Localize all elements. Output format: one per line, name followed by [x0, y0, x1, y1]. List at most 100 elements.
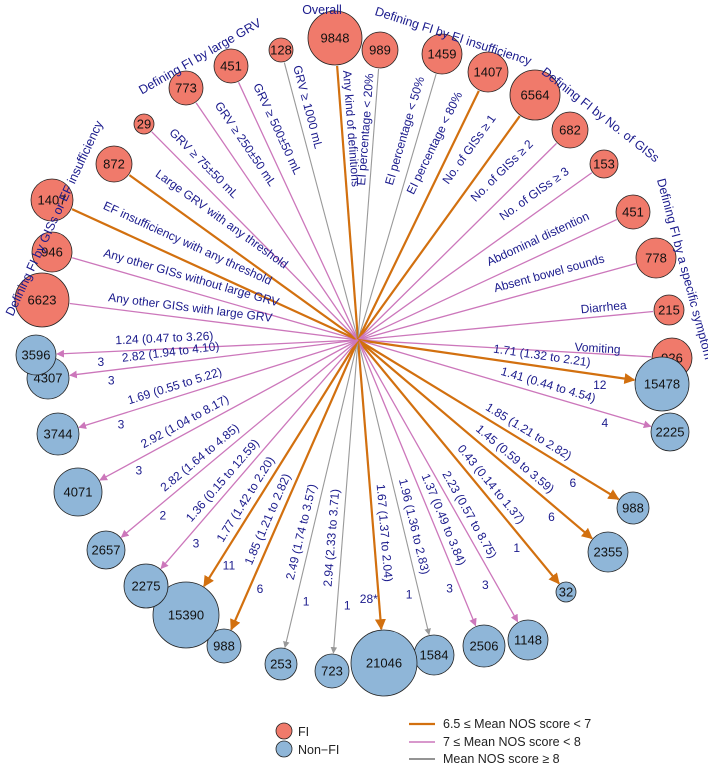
- nonfi-node-1: [650, 412, 690, 452]
- fi-edge-13: [357, 142, 557, 341]
- nonfi-node-0: [634, 356, 690, 412]
- nonfi-edge-18: [56, 339, 359, 358]
- nonfi-node-13: [123, 563, 169, 609]
- nonfi-count-label-4: 1: [513, 541, 520, 555]
- nonfi-node-value-7: 1584: [420, 648, 449, 663]
- nonfi-or-label-1: 1.41 (0.44 to 4.54): [499, 364, 597, 405]
- nonfi-edge-10: [283, 339, 359, 649]
- nonfi-node-value-16: 3744: [44, 427, 73, 442]
- fi-node-value-11: 1407: [474, 65, 503, 80]
- fi-edge-0: [69, 302, 359, 341]
- nonfi-edge-12: [203, 339, 359, 588]
- fi-edge-3: [128, 174, 359, 341]
- nonfi-node-10: [264, 647, 298, 681]
- fi-edge-5: [195, 102, 359, 341]
- fi-edge-16: [357, 262, 636, 341]
- fi-node-2: [30, 178, 74, 222]
- nonfi-edge-13: [160, 339, 359, 570]
- nonfi-count-label-10: 1: [303, 595, 310, 609]
- legend-nonfi-label: Non−FI: [298, 743, 339, 757]
- nonfi-node-value-18: 3596: [22, 348, 51, 363]
- fi-node-15: [615, 194, 651, 230]
- nonfi-node-value-9: 723: [321, 664, 343, 679]
- nonfi-node-value-10: 253: [270, 657, 292, 672]
- nonfi-or-label-2: 1.85 (1.21 to 2.82): [483, 400, 574, 463]
- nonfi-node-value-13: 2275: [132, 579, 161, 594]
- fi-node-13: [551, 111, 589, 149]
- nonfi-node-14: [86, 530, 126, 570]
- fi-edge-14: [357, 172, 593, 341]
- fi-node-12: [509, 69, 561, 121]
- nonfi-edge-0: [357, 338, 636, 385]
- nonfi-node-value-5: 1148: [514, 633, 542, 648]
- fi-node-value-4: 29: [137, 117, 151, 132]
- nonfi-node-value-14: 2657: [92, 543, 121, 558]
- fi-node-0: [14, 272, 70, 328]
- fi-node-value-16: 778: [645, 251, 667, 266]
- fi-edge-label-9: EI percentage < 20%: [354, 73, 376, 186]
- nonfi-count-label-5: 3: [482, 578, 489, 592]
- nonfi-count-label-7: 1: [406, 587, 413, 601]
- nonfi-node-value-12: 15390: [168, 608, 204, 623]
- nonfi-node-12: [152, 581, 220, 649]
- nonfi-node-11: [206, 628, 242, 664]
- fi-node-value-6: 451: [220, 59, 242, 74]
- fi-edge-15: [357, 219, 617, 341]
- nonfi-count-label-12: 11: [223, 558, 236, 572]
- fi-edge-label-17: Diarrhea: [580, 298, 627, 316]
- group-label-overall: Overall: [302, 3, 342, 17]
- nonfi-edge-8: [356, 339, 386, 631]
- nonfi-node-8: [350, 629, 418, 697]
- nonfi-edge-9: [330, 339, 359, 654]
- nonfi-count-label-13: 3: [193, 536, 200, 550]
- nonfi-edge-6: [357, 339, 477, 627]
- nonfi-count-label-8: 28*: [360, 592, 378, 606]
- nonfi-or-label-18: 1.24 (0.47 to 3.26): [115, 329, 214, 348]
- nonfi-node-value-2: 988: [622, 501, 644, 516]
- nonfi-count-label-17: 3: [108, 373, 115, 387]
- fi-node-17: [653, 294, 685, 326]
- fi-node-8: [307, 10, 363, 66]
- nonfi-node-value-15: 4071: [64, 485, 93, 500]
- nonfi-edge-4: [357, 339, 560, 585]
- fi-node-value-3: 872: [103, 157, 125, 172]
- fi-edge-9: [357, 68, 380, 341]
- fi-node-16: [635, 237, 677, 279]
- legend-fi-swatch: [275, 722, 293, 740]
- fi-edge-12: [357, 115, 521, 341]
- nonfi-node-value-11: 988: [213, 639, 235, 654]
- nonfi-edge-5: [357, 339, 519, 623]
- nonfi-count-label-9: 1: [344, 599, 351, 613]
- fi-edge-18: [357, 339, 652, 358]
- fi-edge-2: [71, 208, 359, 342]
- legend-nonfi-swatch: [275, 740, 293, 758]
- nonfi-count-label-1: 4: [601, 416, 608, 430]
- legend-score-c-label: Mean NOS score ≥ 8: [443, 752, 560, 765]
- nonfi-node-value-1: 2225: [656, 425, 685, 440]
- legend-fi-label: FI: [298, 725, 309, 739]
- fi-node-10: [421, 33, 463, 75]
- nonfi-count-label-6: 3: [446, 582, 453, 596]
- nonfi-node-value-6: 2506: [470, 639, 499, 654]
- nonfi-node-18: [15, 334, 57, 376]
- fi-node-value-15: 451: [622, 205, 644, 220]
- fi-edge-4: [151, 131, 359, 341]
- fi-node-value-7: 128: [270, 43, 292, 58]
- nonfi-node-2: [616, 491, 650, 525]
- edge-layer: [56, 62, 654, 654]
- fi-edge-6: [237, 82, 359, 341]
- fi-node-4: [133, 113, 155, 135]
- fi-edge-17: [357, 310, 654, 341]
- fi-node-value-2: 1407: [38, 193, 67, 208]
- nonfi-node-value-4: 32: [559, 585, 573, 600]
- nonfi-edge-2: [357, 339, 620, 501]
- nonfi-edge-15: [99, 339, 359, 481]
- nonfi-node-9: [314, 653, 350, 689]
- nonfi-count-label-18: 3: [98, 355, 105, 369]
- fi-node-value-9: 989: [369, 43, 391, 58]
- nonfi-node-value-8: 21046: [366, 656, 402, 671]
- nonfi-node-value-3: 2355: [594, 545, 623, 560]
- nonfi-node-4: [555, 581, 577, 603]
- fi-node-14: [589, 149, 619, 179]
